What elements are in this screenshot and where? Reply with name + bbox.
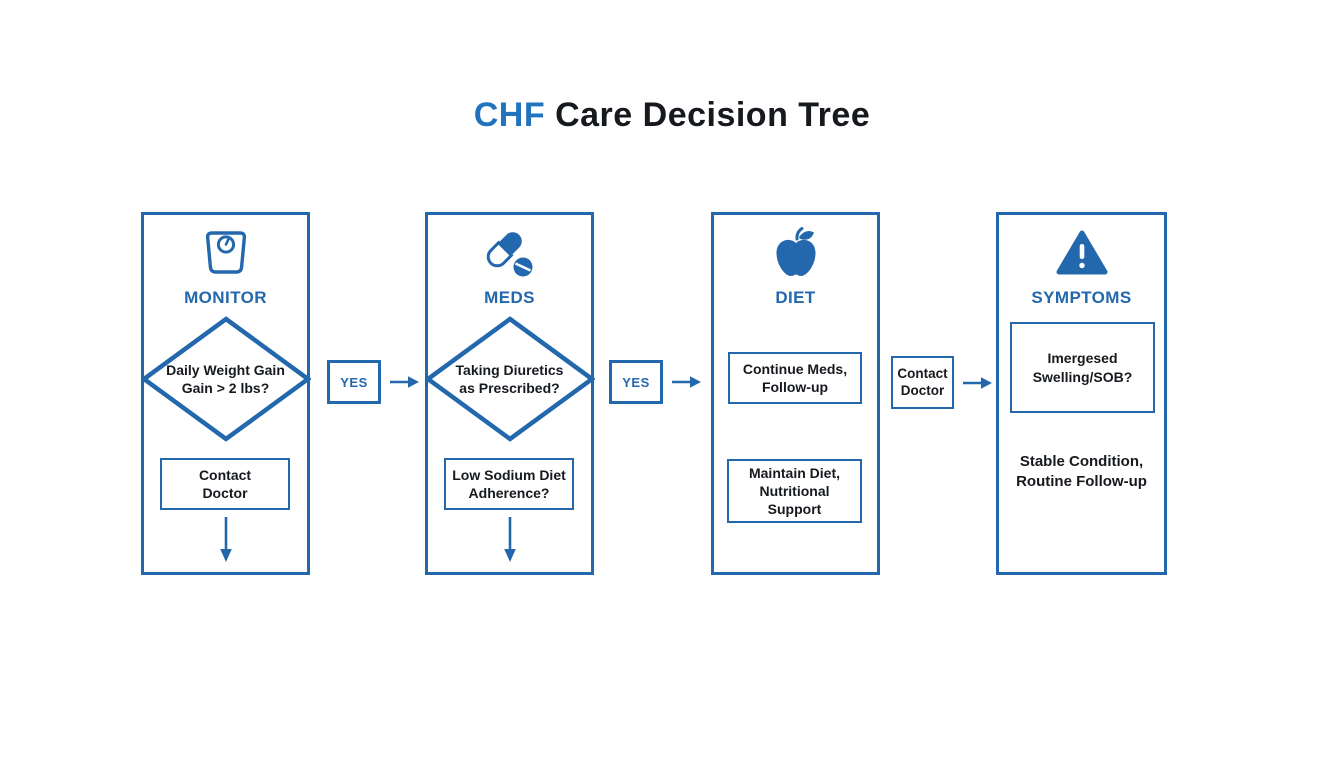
down-arrow-icon — [219, 517, 232, 562]
connector-yes-2: YES — [609, 360, 701, 404]
contact-doctor-box: Contact Doctor — [891, 356, 954, 409]
column-label-diet: DIET — [775, 288, 816, 307]
yes-label-box: YES — [327, 360, 381, 404]
right-arrow-icon — [672, 376, 701, 388]
title-highlight: CHF — [473, 96, 546, 134]
decision-diamond-meds: Taking Diuretics as Prescribed? — [455, 361, 564, 396]
right-arrow-icon — [390, 376, 419, 388]
column-diet: DIET Continue Meds, Follow-up Maintain D… — [711, 212, 880, 575]
column-symptoms: SYMPTOMS Imergesed Swelling/SOB? Stable … — [996, 212, 1167, 575]
title-rest: Care Decision Tree — [545, 96, 871, 134]
yes-label-box: YES — [609, 360, 663, 404]
connector-yes-1: YES — [327, 360, 419, 404]
decision-diamond-shape — [424, 316, 595, 442]
column-label-monitor: MONITOR — [184, 288, 267, 307]
right-arrow-icon — [963, 376, 992, 389]
action-box-maintain-diet: Maintain Diet, Nutritional Support — [727, 459, 862, 523]
column-monitor: MONITOR Daily Weight Gain Gain > 2 lbs? … — [140, 212, 311, 575]
down-arrow-icon — [503, 517, 516, 562]
warning-icon — [999, 223, 1164, 283]
connector-contact-doctor: Contact Doctor — [891, 356, 992, 409]
column-meds: MEDS Taking Diuretics as Prescribed? Low… — [424, 212, 595, 575]
action-box-continue-meds: Continue Meds, Follow-up — [728, 352, 862, 404]
action-box-low-sodium: Low Sodium Diet Adherence? — [444, 458, 574, 510]
outcome-text-stable: Stable Condition, Routine Follow-up — [1016, 453, 1147, 491]
column-label-meds: MEDS — [484, 288, 535, 307]
action-box-contact-doctor: Contact Doctor — [160, 458, 290, 510]
decision-box-swelling: Imergesed Swelling/SOB? — [1010, 322, 1155, 413]
decision-diamond-monitor: Daily Weight Gain Gain > 2 lbs? — [166, 361, 285, 396]
pills-icon — [428, 223, 591, 283]
apple-icon — [714, 223, 877, 283]
decision-diamond-shape — [140, 316, 311, 442]
page-title: CHF Care Decision Tree — [0, 96, 1344, 135]
column-label-symptoms: SYMPTOMS — [1031, 288, 1132, 307]
weight-scale-icon — [144, 223, 307, 283]
